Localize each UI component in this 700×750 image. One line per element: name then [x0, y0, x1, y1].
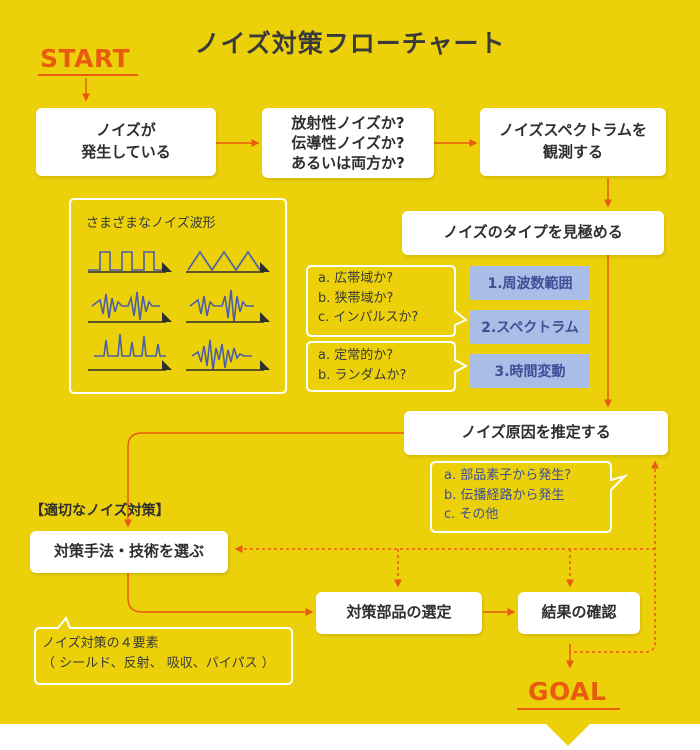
step-observe-spectrum-line-1: ノイズスペクトラムを: [498, 121, 648, 140]
type-question-steady: a. 定常的か?: [318, 348, 394, 363]
step-radiated-line-1: 放射性ノイズか?: [291, 113, 405, 132]
analysis-time-variation: 3.時間変動: [470, 354, 590, 388]
step-noise-occurring-line-2: 発生している: [81, 143, 171, 161]
four-elements-note: ノイズ対策の４要素 （ シールド、反射、 吸収、バイパス ）: [42, 634, 275, 673]
wave-triangle: [187, 250, 261, 272]
cause-note-other: c. その他: [444, 507, 499, 522]
four-elements-title: ノイズ対策の４要素: [42, 636, 159, 651]
waveform-arrowheads: [162, 262, 270, 370]
step-confirm-result: 結果の確認: [518, 592, 640, 634]
wave-burst-1: [91, 291, 160, 321]
cause-note-bubble: [430, 461, 629, 533]
wave-square: [88, 251, 166, 271]
step-noise-occurring: ノイズが 発生している: [36, 108, 216, 176]
type-question-impulse: c. インパルスか?: [318, 310, 419, 325]
type-note-bubble-2: [306, 341, 469, 392]
page-title: ノイズ対策フローチャート: [194, 29, 506, 58]
arrow-cause-to-method: [124, 432, 404, 528]
section-label-countermeasures: 【適切なノイズ対策】: [30, 503, 170, 519]
type-question-narrowband: b. 狭帯域か?: [318, 290, 394, 306]
analysis-frequency-range: 1.周波数範囲: [470, 266, 590, 300]
cause-note-component: a. 部品素子から発生?: [444, 468, 572, 483]
step-identify-type: ノイズのタイプを見極める: [402, 211, 664, 255]
analysis-spectrum: 2.スペクトラム: [470, 310, 590, 344]
waveforms-title: さまざまなノイズ波形: [86, 216, 216, 231]
type-questions-2: a. 定常的か? b. ランダムか?: [318, 346, 406, 385]
four-elements-bubble: [34, 616, 293, 685]
type-questions-1: a. 広帯域か? b. 狭帯域か? c. インパルスか?: [318, 269, 418, 328]
step-select-parts: 対策部品の選定: [316, 592, 482, 634]
type-note-bubble-1: [306, 265, 468, 337]
step-observe-spectrum-line-2: 観測する: [542, 143, 603, 161]
step-radiated-line-3: あるいは両方か?: [291, 154, 405, 173]
step-radiated-line-2: 伝導性ノイズか?: [291, 133, 405, 152]
step-observe-spectrum: ノイズスペクトラムを 観測する: [480, 108, 666, 176]
wave-random: [191, 339, 252, 371]
step-noise-occurring-line-1: ノイズが: [96, 121, 156, 140]
step-radiated-or-conducted: 放射性ノイズか? 伝導性ノイズか? あるいは両方か?: [262, 108, 434, 178]
four-elements-list: （ シールド、反射、 吸収、バイパス ）: [42, 655, 275, 671]
type-question-broadband: a. 広帯域か?: [318, 271, 394, 286]
wave-burst-2: [189, 289, 254, 323]
waveform-glyphs: [88, 250, 261, 371]
start-label: START: [40, 44, 131, 73]
step-estimate-cause: ノイズ原因を推定する: [404, 411, 668, 455]
feedback-from-result: [569, 641, 656, 653]
type-question-random: b. ランダムか?: [318, 367, 407, 383]
goal-label: GOAL: [528, 677, 607, 706]
waveform-panel: [69, 198, 287, 394]
step-select-method: 対策手法・技術を選ぶ: [30, 531, 228, 573]
cause-note-propagation: b. 伝播経路から発生: [444, 487, 565, 503]
cause-notes: a. 部品素子から発生? b. 伝播経路から発生 c. その他: [444, 466, 571, 525]
arrow-method-to-parts: [127, 572, 314, 616]
waveform-baselines: [88, 271, 264, 371]
wave-impulse: [94, 333, 166, 357]
